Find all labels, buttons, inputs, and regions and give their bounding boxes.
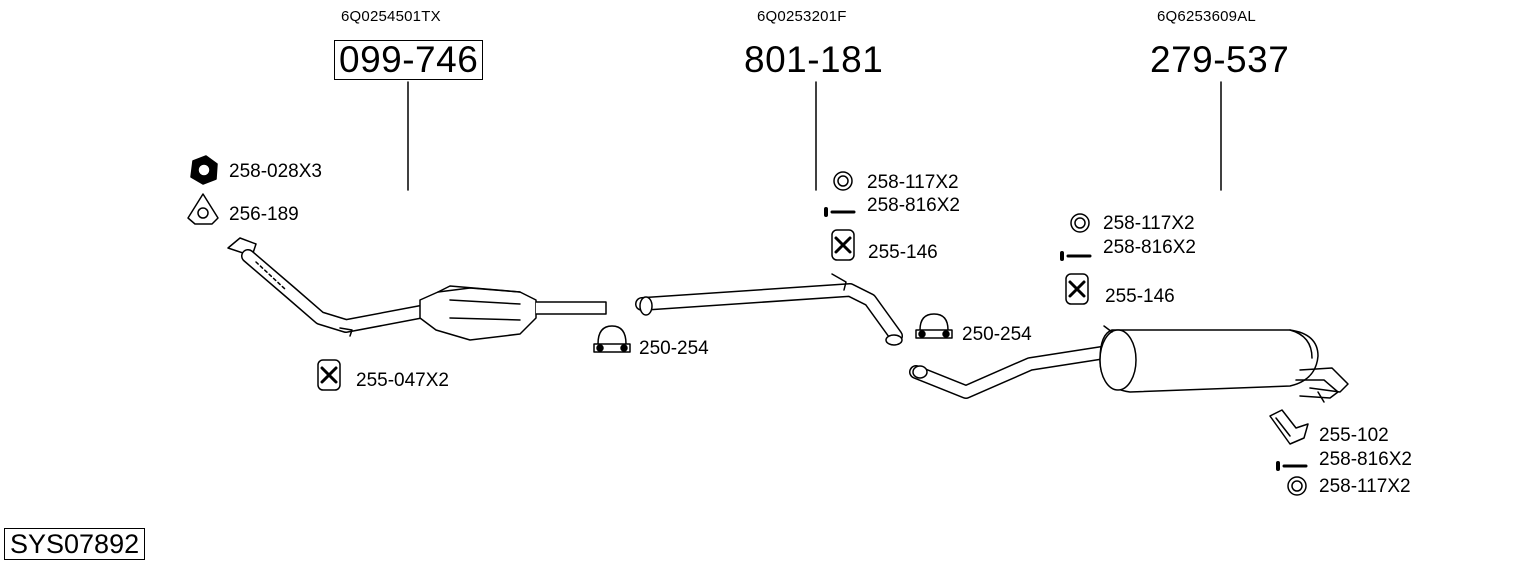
bolt-icon bbox=[1060, 251, 1092, 261]
system-code: SYS07892 bbox=[4, 528, 146, 560]
exhaust-clamp-icon bbox=[593, 325, 631, 353]
rear-muffler bbox=[909, 325, 1349, 403]
callout-front-nut[interactable]: 258-028X3 bbox=[229, 161, 322, 182]
front-pipe-catalyst bbox=[227, 237, 607, 341]
callout-clamp-1[interactable]: 250-254 bbox=[639, 338, 709, 359]
bolt-icon bbox=[1276, 461, 1308, 471]
part-number-middle[interactable]: 801-181 bbox=[744, 39, 884, 80]
ring-washer-icon bbox=[1070, 213, 1090, 233]
rubber-hanger-icon bbox=[831, 229, 855, 261]
callout-tail-bracket[interactable]: 255-102 bbox=[1319, 425, 1389, 446]
callout-clamp-2[interactable]: 250-254 bbox=[962, 324, 1032, 345]
bolt-icon bbox=[824, 207, 856, 217]
callout-mid-hanger[interactable]: 255-146 bbox=[868, 242, 938, 263]
ring-washer-icon bbox=[833, 171, 853, 191]
callout-front-gasket[interactable]: 256-189 bbox=[229, 204, 299, 225]
hex-nut-icon bbox=[190, 155, 218, 185]
ring-washer-icon bbox=[1287, 476, 1307, 496]
callout-rear-bolt[interactable]: 258-816X2 bbox=[1103, 237, 1196, 258]
callout-rear-hanger[interactable]: 255-146 bbox=[1105, 286, 1175, 307]
oem-number-front: 6Q0254501TX bbox=[341, 8, 441, 25]
oem-number-rear: 6Q6253609AL bbox=[1157, 8, 1256, 25]
rubber-hanger-icon bbox=[317, 359, 341, 391]
callout-tail-ring[interactable]: 258-117X2 bbox=[1319, 476, 1411, 497]
exhaust-clamp-icon bbox=[915, 313, 953, 339]
part-number-front[interactable]: 099-746 bbox=[334, 40, 484, 80]
callout-front-hanger[interactable]: 255-047X2 bbox=[356, 370, 449, 391]
callout-mid-bolt[interactable]: 258-816X2 bbox=[867, 195, 960, 216]
flange-gasket-icon bbox=[187, 193, 219, 225]
middle-pipe bbox=[635, 273, 903, 346]
rubber-hanger-icon bbox=[1065, 273, 1089, 305]
oem-number-middle: 6Q0253201F bbox=[757, 8, 847, 25]
part-number-rear[interactable]: 279-537 bbox=[1150, 39, 1290, 80]
callout-rear-ring[interactable]: 258-117X2 bbox=[1103, 213, 1195, 234]
callout-mid-ring[interactable]: 258-117X2 bbox=[867, 172, 959, 193]
bracket-icon bbox=[1269, 409, 1309, 445]
callout-tail-bolt[interactable]: 258-816X2 bbox=[1319, 449, 1412, 470]
